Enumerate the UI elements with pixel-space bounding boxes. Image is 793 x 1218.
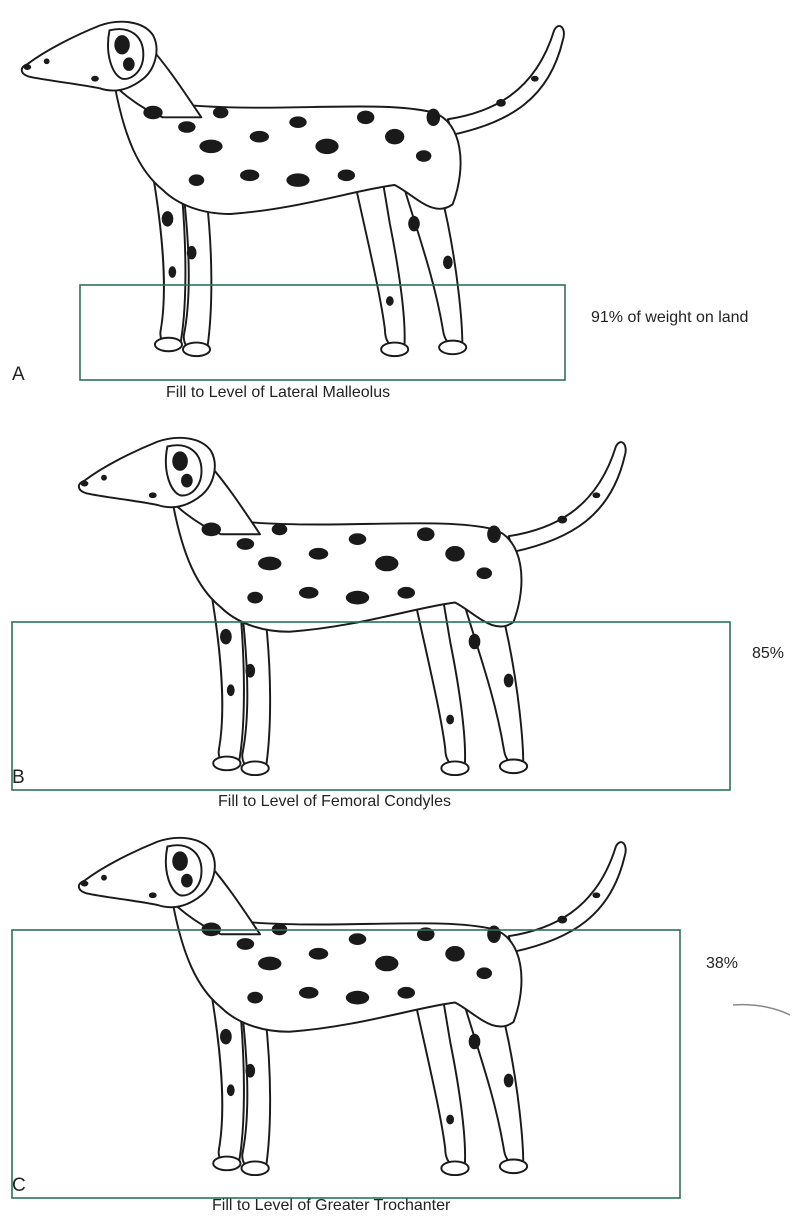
dalmatian-illustration-b	[0, 405, 793, 815]
water-tank-b	[12, 622, 730, 790]
panel-c: C 38% Fill to Level of Greater Trochante…	[0, 815, 793, 1218]
fill-level-caption: Fill to Level of Greater Trochanter	[212, 1197, 450, 1215]
dalmatian-illustration-a	[0, 0, 793, 405]
weight-percentage: 91% of weight on land	[591, 309, 748, 327]
panel-letter: C	[12, 1175, 26, 1197]
weight-percentage: 38%	[706, 955, 738, 973]
panel-b: B 85% Fill to Level of Femoral Condyles	[0, 405, 793, 815]
panel-letter: A	[12, 364, 25, 386]
fill-level-caption: Fill to Level of Lateral Malleolus	[166, 384, 390, 402]
dalmatian-illustration-c	[0, 815, 793, 1218]
panel-a: A 91% of weight on land Fill to Level of…	[0, 0, 793, 405]
water-tank-a	[80, 285, 565, 380]
fill-level-caption: Fill to Level of Femoral Condyles	[218, 793, 451, 811]
stray-mark	[733, 1005, 790, 1015]
panel-letter: B	[12, 767, 25, 789]
weight-percentage: 85%	[752, 645, 784, 663]
